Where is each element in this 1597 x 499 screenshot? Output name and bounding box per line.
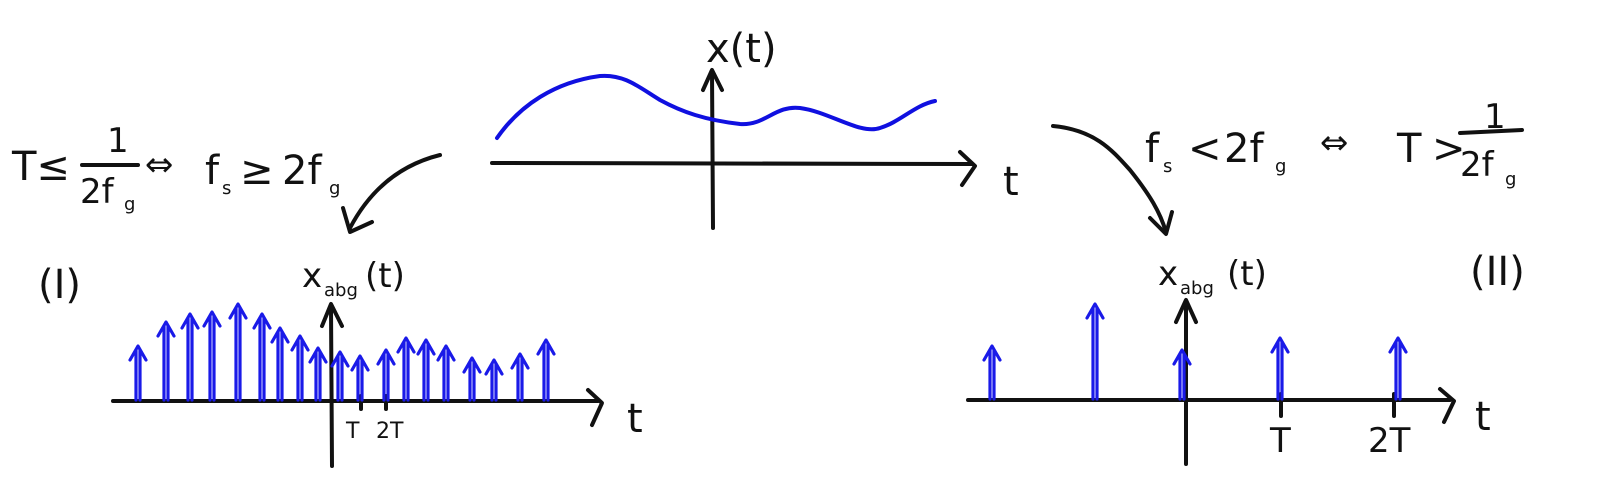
left-cond-frac-den: 2f — [80, 172, 115, 212]
left-cond-equiv: ⇔ — [145, 145, 174, 185]
top-plot: x(t) t — [490, 26, 1019, 230]
case-1-tick-label-T: T — [345, 419, 360, 444]
case-arrows — [341, 124, 1174, 236]
case-2-impulse — [1388, 336, 1408, 401]
top-x-axis-arrowhead — [958, 150, 977, 187]
case-1-impulse — [462, 356, 482, 402]
left-cond-fs-sub: s — [222, 178, 231, 199]
case-1-impulse — [536, 338, 556, 402]
case-1-impulse — [202, 310, 222, 402]
case-1-impulse — [290, 334, 310, 402]
top-y-label: x(t) — [706, 26, 777, 72]
case-1-impulse — [270, 326, 290, 402]
case-1-impulse — [330, 350, 350, 402]
right-cond-2f-sub: g — [1275, 156, 1286, 177]
case-1-impulse — [510, 352, 530, 402]
case-1-impulses — [128, 302, 556, 402]
case-1-y-label-arg: (t) — [365, 256, 405, 296]
arrow-to-case-2 — [1051, 124, 1168, 234]
case-1-plot: (I) T 2T x abg (t) t — [38, 256, 643, 468]
case-1-impulse — [350, 354, 370, 402]
case-1-x-label: t — [627, 396, 643, 442]
case-2-tick-label-T: T — [1269, 421, 1291, 461]
right-cond-frac-bar — [1458, 128, 1524, 135]
case-1-impulse — [228, 302, 248, 402]
left-cond-rel: ≥ — [240, 148, 274, 194]
right-condition: f s < 2f g ⇔ T > 1 2f g — [1145, 97, 1524, 190]
case-2-impulse — [982, 344, 1002, 401]
continuous-signal-curve — [495, 73, 937, 140]
case-2-tick-label-2T: 2T — [1368, 421, 1411, 461]
arrow-to-case-1 — [348, 153, 442, 230]
case-1-y-axis — [329, 306, 334, 468]
case-2-y-label: x — [1158, 254, 1178, 294]
case-1-impulse — [128, 344, 148, 402]
right-cond-frac-num: 1 — [1484, 97, 1506, 137]
left-cond-lhs: T≤ — [11, 144, 70, 190]
right-cond-frac-den-sub: g — [1505, 169, 1516, 190]
case-2-y-axis-arrowhead — [1174, 298, 1198, 324]
arrow-to-case-1-head — [341, 206, 374, 234]
case-1-impulse — [180, 312, 200, 402]
case-2-x-label: t — [1475, 394, 1491, 440]
case-2-impulse — [1085, 302, 1105, 401]
case-1-impulse — [436, 344, 456, 402]
right-cond-equiv: ⇔ — [1320, 123, 1349, 163]
case-1-y-label: x — [302, 256, 322, 296]
case-2-impulse — [1172, 348, 1192, 401]
case-1-impulse — [416, 338, 436, 402]
right-cond-fs-sub: s — [1163, 156, 1172, 177]
left-cond-2f-sub: g — [329, 178, 340, 199]
top-y-axis — [710, 70, 715, 230]
case-1-impulse — [156, 320, 176, 402]
case-2-impulses — [982, 302, 1408, 401]
right-cond-T: T — [1396, 126, 1422, 172]
right-cond-fs: f — [1145, 126, 1160, 172]
case-1-y-label-sub: abg — [324, 280, 358, 301]
case-1-impulse — [484, 358, 504, 402]
right-cond-2f: 2f — [1224, 126, 1264, 172]
case-1-y-axis-arrowhead — [320, 302, 344, 328]
right-cond-rel1: < — [1188, 126, 1222, 172]
left-cond-2f: 2f — [282, 148, 322, 194]
case-1-impulse — [396, 336, 416, 402]
top-y-axis-arrowhead — [701, 68, 724, 92]
case-2-impulse — [1270, 336, 1290, 401]
case-1-impulse — [308, 346, 328, 402]
case-1-tick-label-2T: 2T — [376, 419, 404, 444]
top-x-axis — [490, 161, 974, 166]
case-1-x-axis-arrowhead — [586, 388, 604, 427]
right-cond-frac-den: 2f — [1460, 145, 1495, 185]
arrow-to-case-2-head — [1148, 210, 1174, 236]
left-cond-frac-num: 1 — [107, 121, 129, 161]
case-1-roman: (I) — [38, 262, 81, 308]
left-cond-fs: f — [205, 148, 220, 194]
case-1-impulse — [252, 312, 272, 402]
case-2-x-axis-arrowhead — [1438, 387, 1456, 424]
case-1-impulse — [376, 348, 396, 402]
left-condition: T≤ 1 2f g ⇔ f s ≥ 2f g — [11, 121, 340, 215]
case-2-y-label-sub: abg — [1180, 278, 1214, 299]
case-2-plot: (II) T 2T x abg (t) t — [966, 249, 1525, 466]
left-cond-frac-den-sub: g — [124, 194, 135, 215]
case-2-roman: (II) — [1470, 249, 1525, 295]
case-2-y-label-arg: (t) — [1227, 254, 1267, 294]
top-x-label: t — [1003, 159, 1019, 205]
